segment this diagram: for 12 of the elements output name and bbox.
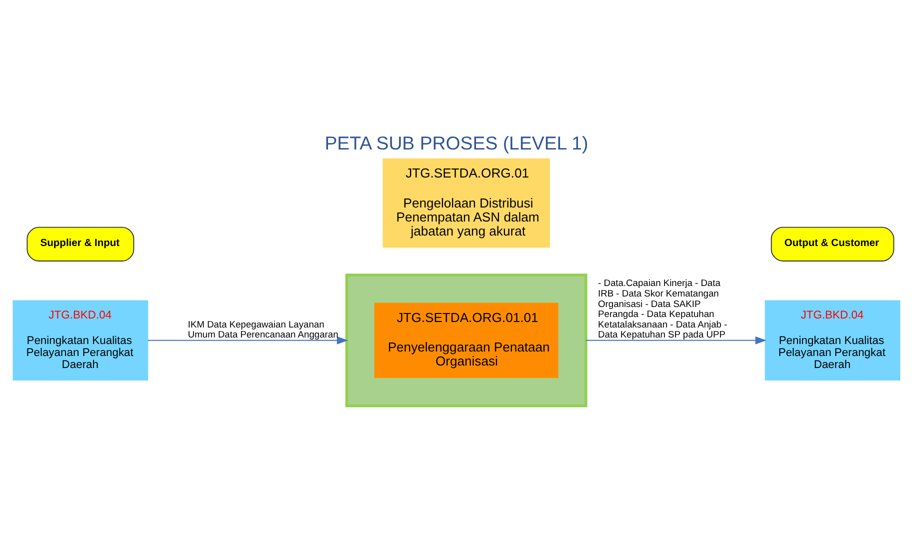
- edge-label: - Data.Capaian Kinerja - Data IRB - Data Skor Kematangan Organisasi - Data SAKIP Perangda - Data Kepatuhan Ketatalaksanaan - Data Anjab - Data Kepatuhan SP pada UPP: [598, 278, 728, 340]
- node-box: JTG.BKD.04 Peningkatan Kualitas Pelayanan Perangkat Daerah: [764, 300, 900, 380]
- node-box: JTG.SETDA.ORG.01 Pengelolaan Distribusi Penempatan ASN dalam jabatan yang akurat: [382, 158, 550, 248]
- node-box: Output & Customer: [770, 226, 894, 261]
- node-box: Supplier & Input: [26, 226, 134, 261]
- arrow: [147, 336, 348, 344]
- diagram-title: PETA SUB PROSES (LEVEL 1): [324, 132, 588, 153]
- cluster: [345, 273, 588, 407]
- node-box: JTG.BKD.04 Peningkatan Kualitas Pelayanan Perangkat Daerah: [12, 300, 148, 380]
- arrow: [585, 336, 767, 344]
- edge-label: IKM Data Kepegawaian Layanan Umum Data Perencanaan Anggaran: [188, 318, 338, 340]
- node-box: JTG.SETDA.ORG.01.01 Penyelenggaraan Penataan Organisasi: [374, 302, 558, 378]
